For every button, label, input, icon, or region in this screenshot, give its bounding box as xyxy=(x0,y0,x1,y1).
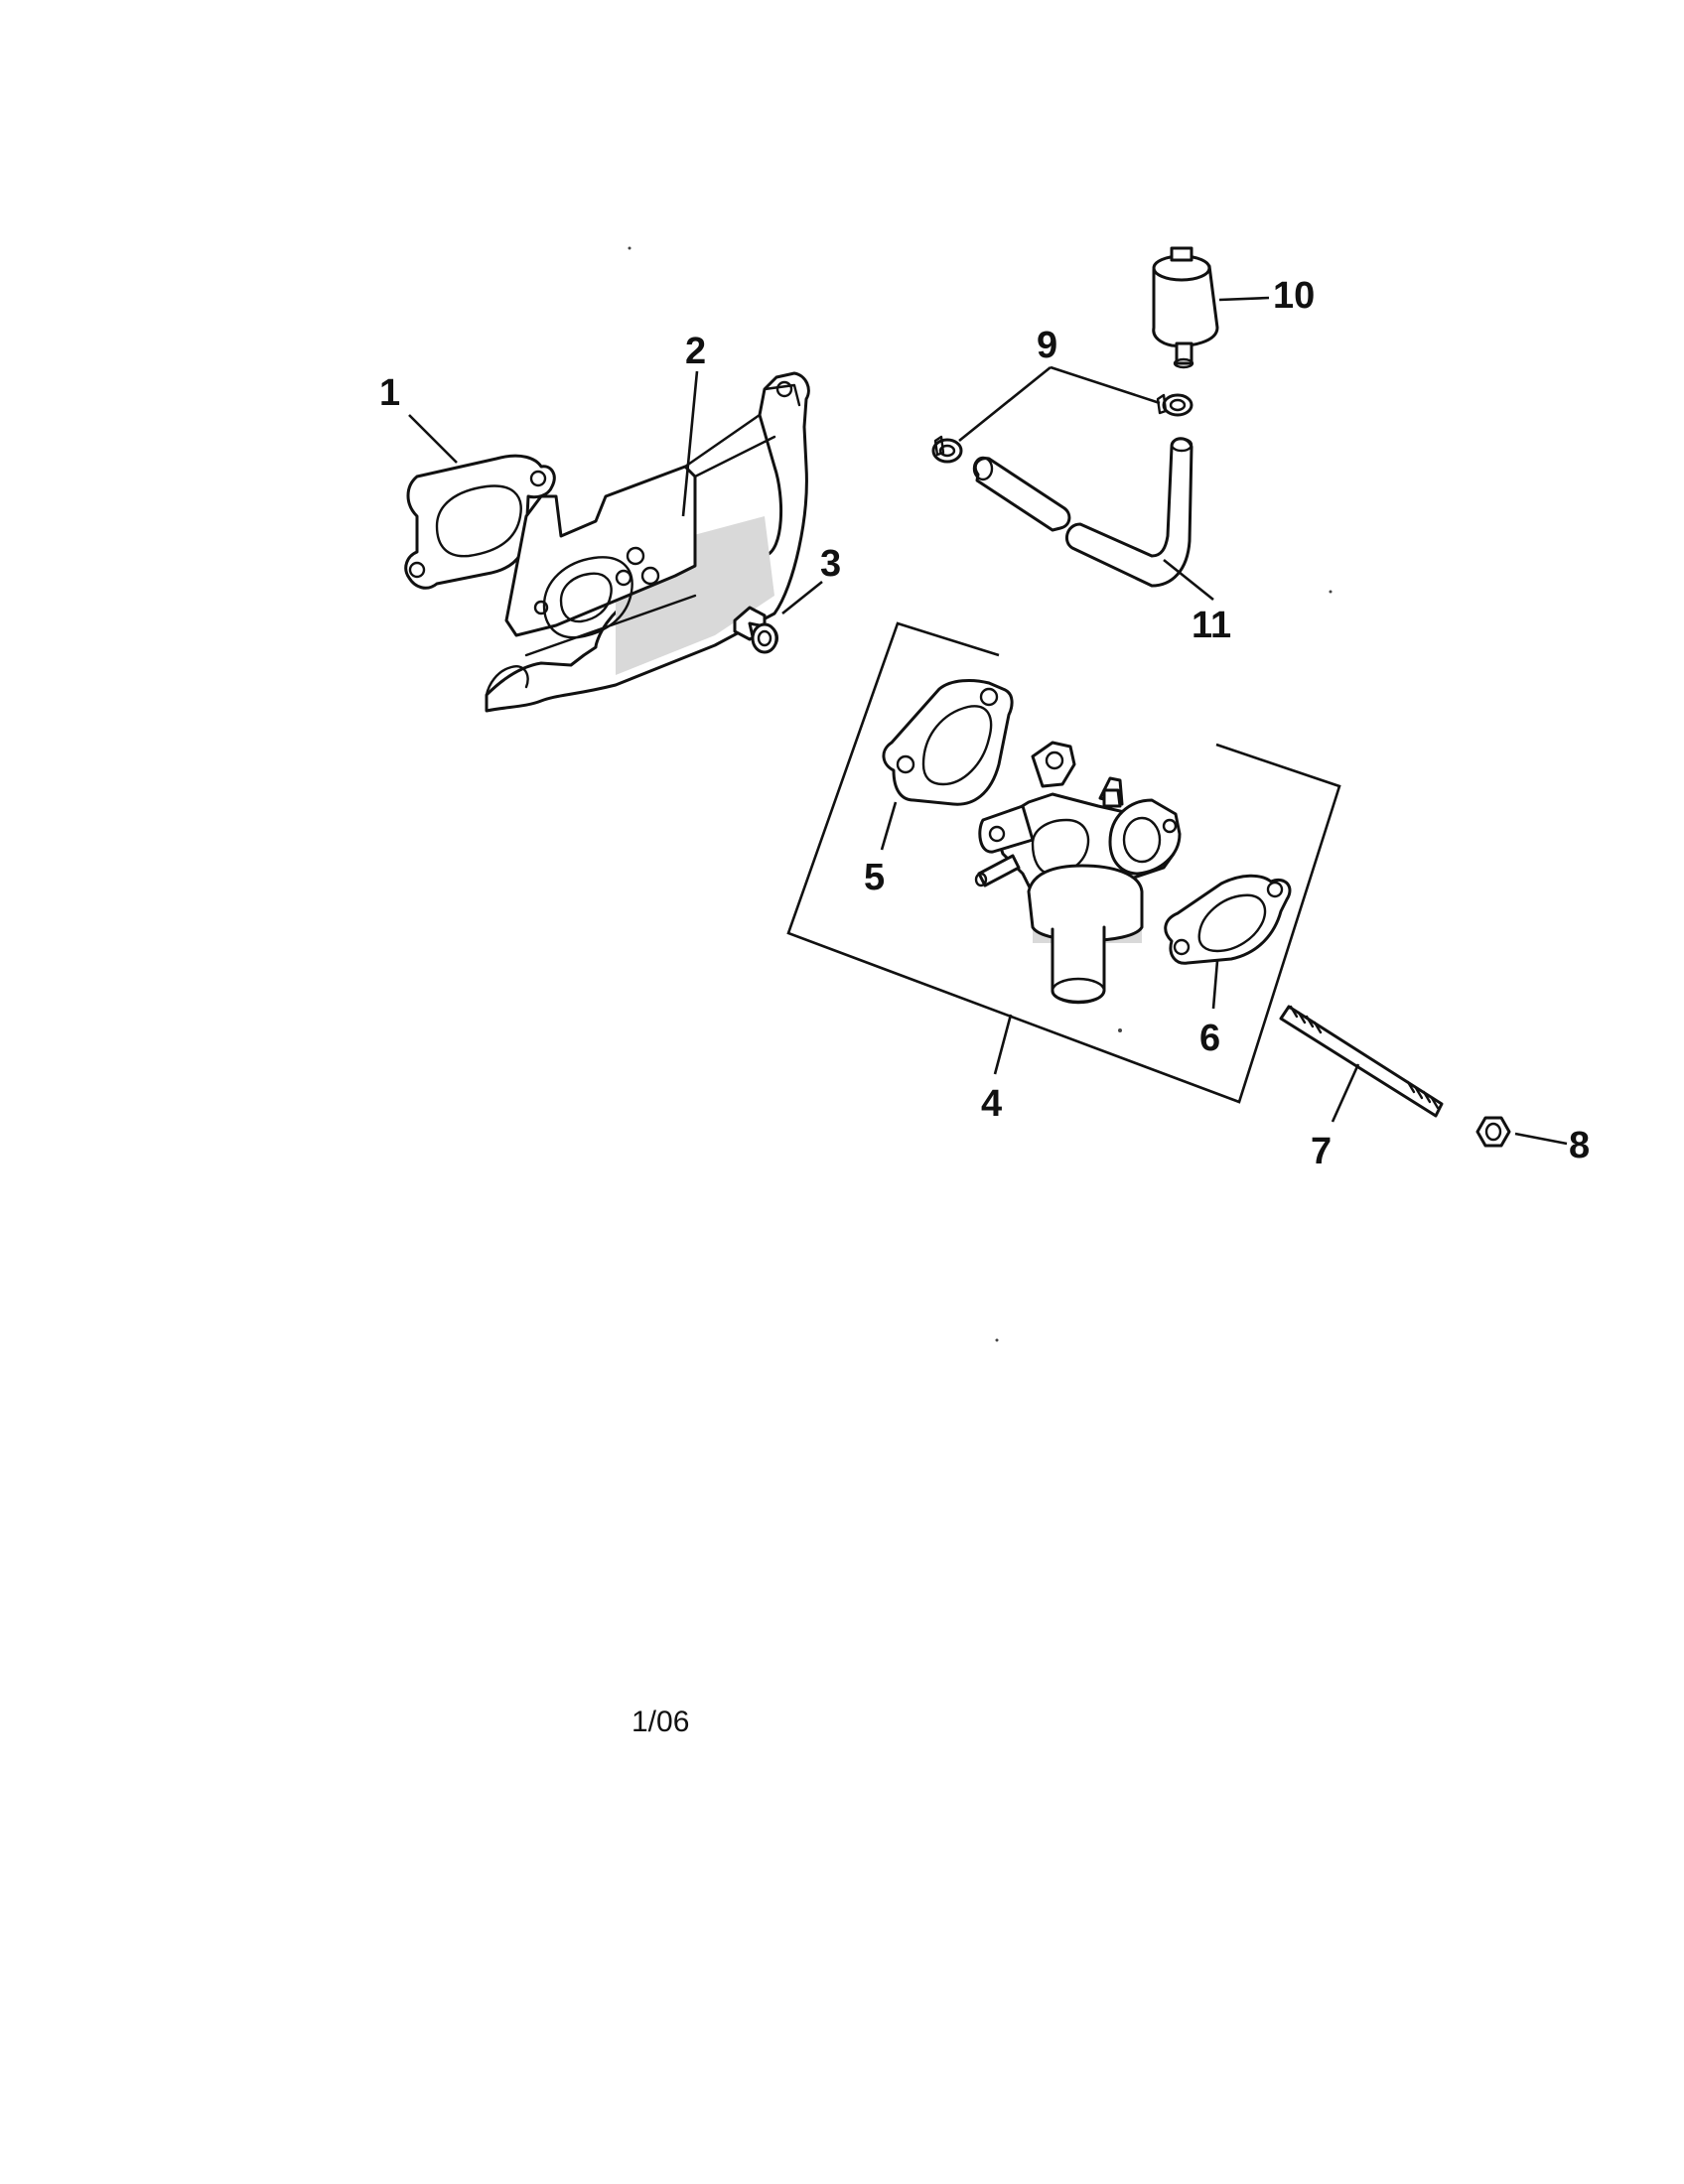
callouts: 1 2 3 4 5 6 7 8 9 10 11 xyxy=(379,275,1590,1172)
callout-5: 5 xyxy=(864,857,885,898)
part-7-stud[interactable] xyxy=(1279,1005,1444,1118)
part-2-bracket[interactable] xyxy=(485,371,810,713)
leader-4 xyxy=(993,1014,1013,1075)
part-4-carburetor[interactable] xyxy=(974,741,1182,1005)
leader-3 xyxy=(781,580,823,615)
callout-2: 2 xyxy=(685,331,706,372)
part-1-gasket[interactable] xyxy=(404,454,556,590)
part-3-bolt[interactable] xyxy=(733,606,778,654)
part-6-gasket[interactable] xyxy=(1164,874,1292,965)
callout-8: 8 xyxy=(1569,1125,1590,1166)
callout-6: 6 xyxy=(1199,1018,1220,1059)
callout-3: 3 xyxy=(820,543,841,585)
callout-7: 7 xyxy=(1311,1131,1332,1172)
leader-7 xyxy=(1331,1063,1360,1123)
leader-9b xyxy=(958,365,1052,443)
part-9-hose-clamp-lower[interactable] xyxy=(931,435,963,464)
scan-specks xyxy=(628,246,1333,1342)
leader-9a xyxy=(1050,365,1161,405)
leader-11 xyxy=(1163,558,1214,602)
callout-9: 9 xyxy=(1037,325,1057,366)
leader-lines xyxy=(408,296,1568,1146)
footer-date-code: 1/06 xyxy=(632,1706,689,1738)
leader-6 xyxy=(1211,960,1219,1010)
leader-5 xyxy=(880,801,898,851)
callout-4: 4 xyxy=(981,1083,1002,1125)
carburetor-kit-outline xyxy=(786,621,1341,1104)
callout-11: 11 xyxy=(1192,605,1231,646)
part-9-hose-clamp-upper[interactable] xyxy=(1156,393,1193,417)
part-8-nut[interactable] xyxy=(1475,1116,1511,1148)
part-10-fuel-filter[interactable] xyxy=(1152,246,1219,369)
leader-2 xyxy=(681,370,699,517)
leader-10 xyxy=(1218,296,1270,302)
part-5-gasket[interactable] xyxy=(882,679,1014,806)
callout-10: 10 xyxy=(1273,275,1315,317)
part-11-fuel-hose[interactable] xyxy=(972,437,1193,588)
leader-1 xyxy=(408,414,458,464)
callout-1: 1 xyxy=(379,372,400,414)
leader-8 xyxy=(1514,1132,1568,1146)
